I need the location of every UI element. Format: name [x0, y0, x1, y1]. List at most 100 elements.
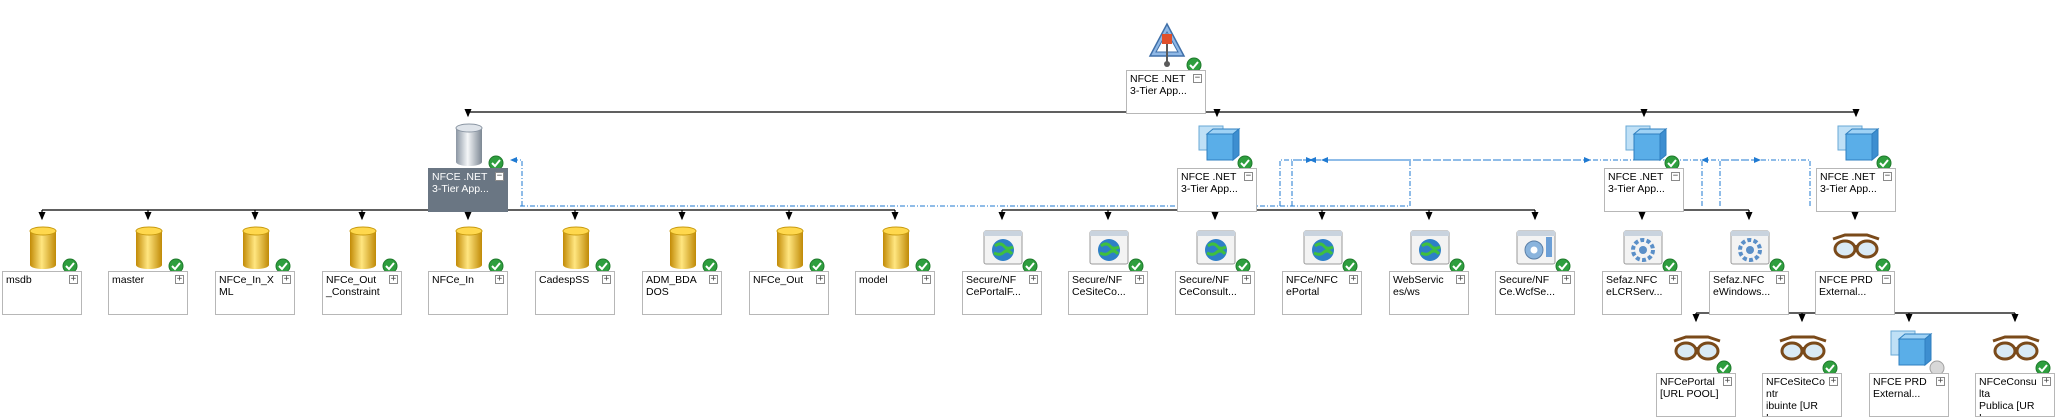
health-check-icon [809, 258, 825, 274]
database-icon [535, 221, 615, 274]
node-label-line: ibuinte [URL... [1766, 400, 1818, 416]
node-label[interactable]: NFCe_Out+ [749, 271, 829, 315]
collapse-button[interactable]: − [1882, 274, 1891, 284]
expand-button[interactable]: + [1242, 274, 1251, 284]
node-label-line: NFCe_Out [326, 274, 377, 286]
expand-button[interactable]: + [1135, 274, 1144, 284]
node-label-line: ePortal [1286, 286, 1320, 298]
node-label-line: eLCRServ... [1606, 286, 1663, 298]
health-check-icon [1716, 360, 1732, 376]
node-label-line: NFCE .NET [1820, 171, 1876, 183]
node-label-line: es/ws [1393, 286, 1420, 298]
node-label-line: Secure/NF [1179, 274, 1230, 286]
health-check-icon [2035, 360, 2051, 376]
health-check-icon [488, 258, 504, 274]
collapse-button[interactable]: − [1671, 171, 1680, 181]
node-label-line: 3-Tier App... [1181, 183, 1238, 195]
node-label-line: NFCE .NET [1608, 171, 1664, 183]
health-check-icon [1022, 258, 1038, 274]
dependency-connector [1309, 157, 1703, 206]
dependency-connector [1719, 157, 1761, 206]
database-icon [108, 221, 188, 274]
health-check-icon [488, 155, 504, 171]
collapse-button[interactable]: − [1193, 73, 1202, 83]
node-label[interactable]: NFCe_Out_Constraint + [322, 271, 402, 315]
website-icon [1389, 221, 1469, 274]
cube-group-icon [1816, 118, 1896, 171]
expand-button[interactable]: + [175, 274, 184, 284]
node-label-line: CePortalF... [966, 286, 1021, 298]
node-label[interactable]: NFCe_In+ [428, 271, 508, 315]
node-label-line: eWindows... [1713, 286, 1771, 298]
node-label-line: Ce.WcfSe... [1499, 286, 1556, 298]
expand-button[interactable]: + [1456, 274, 1465, 284]
node-label-line: model [859, 274, 888, 286]
health-check-icon [1875, 258, 1891, 274]
node-label-line: 3-Tier App... [1130, 85, 1187, 97]
website-icon [1068, 221, 1148, 274]
health-check-icon [1449, 258, 1465, 274]
node-label-line: NFCePortal [1660, 376, 1715, 388]
node-label-line: NFCE PRD [1819, 274, 1873, 286]
expand-button[interactable]: + [709, 274, 718, 284]
health-check-icon [1876, 155, 1892, 171]
node-label-line: ML [219, 286, 234, 298]
node-label-line: Publica [URL... [1979, 400, 2035, 416]
expand-button[interactable]: + [1349, 274, 1358, 284]
node-label-line: Sefaz.NFC [1606, 274, 1658, 286]
expand-button[interactable]: + [1776, 274, 1785, 284]
expand-button[interactable]: + [495, 274, 504, 284]
collapse-button[interactable]: − [1883, 171, 1892, 181]
expand-button[interactable]: + [389, 274, 398, 284]
expand-button[interactable]: + [1829, 376, 1838, 386]
expand-button[interactable]: + [282, 274, 291, 284]
expand-button[interactable]: + [69, 274, 78, 284]
expand-button[interactable]: + [922, 274, 931, 284]
node-label[interactable]: CadespSS+ [535, 271, 615, 315]
node-label-line: External... [1819, 286, 1867, 298]
node-label[interactable]: NFCePortal[URL POOL]+ [1656, 373, 1736, 417]
expand-button[interactable]: + [816, 274, 825, 284]
perspective-glasses-icon [1656, 323, 1736, 376]
expand-button[interactable]: + [1669, 274, 1678, 284]
node-label[interactable]: model + [855, 271, 935, 315]
node-label-line: NFCeSiteContr [1766, 376, 1825, 400]
status-unknown-icon [1929, 360, 1945, 376]
node-label-line: NFCeConsulta [1979, 376, 2037, 400]
health-check-icon [1342, 258, 1358, 274]
collapse-button[interactable]: − [495, 171, 504, 181]
expand-button[interactable]: + [1936, 376, 1945, 386]
health-check-icon [595, 258, 611, 274]
perspective-glasses-icon [1815, 221, 1895, 274]
expand-button[interactable]: + [1723, 376, 1732, 386]
expand-button[interactable]: + [1029, 274, 1038, 284]
expand-button[interactable]: + [1562, 274, 1571, 284]
expand-button[interactable]: + [602, 274, 611, 284]
health-check-icon [1662, 258, 1678, 274]
node-label-line: 3-Tier App... [1608, 183, 1665, 195]
node-label[interactable]: msdb+ [2, 271, 82, 315]
collapse-button[interactable]: − [1244, 171, 1253, 181]
expand-button[interactable]: + [2042, 376, 2051, 386]
node-label[interactable]: master+ [108, 271, 188, 315]
node-label-line: _Constraint [326, 286, 380, 298]
